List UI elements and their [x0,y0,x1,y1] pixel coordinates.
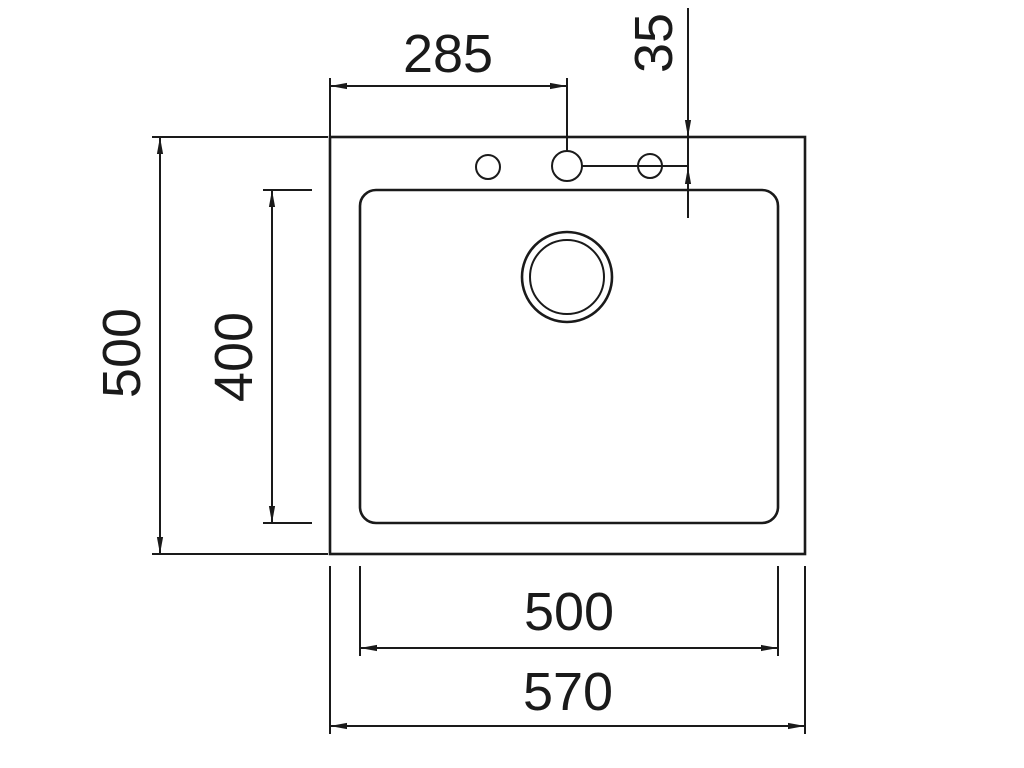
dimension-overall-width: 570 [329,566,806,734]
dimension-label: 285 [403,24,493,84]
dimension-label: 35 [624,13,684,73]
tap-hole-right [637,153,663,179]
tap-hole-left [475,154,501,180]
dimension-label: 400 [204,312,264,402]
dimension-bowl-width: 500 [359,566,779,656]
dimension-tap-offset-y: 35 [624,8,692,218]
dimension-label: 500 [92,308,152,398]
dimension-tap-offset-x: 285 [329,24,568,151]
sink-bowl-rect [358,188,780,525]
drain-inner-circle [529,239,605,315]
sink-outer-rect [328,135,807,556]
dimension-label: 500 [524,582,614,642]
tap-hole-center [551,150,583,182]
dimension-label: 570 [523,662,613,722]
dimension-overall-depth: 500 [92,136,328,555]
dimension-bowl-depth: 400 [204,189,312,524]
drain-outer-circle [520,230,614,324]
